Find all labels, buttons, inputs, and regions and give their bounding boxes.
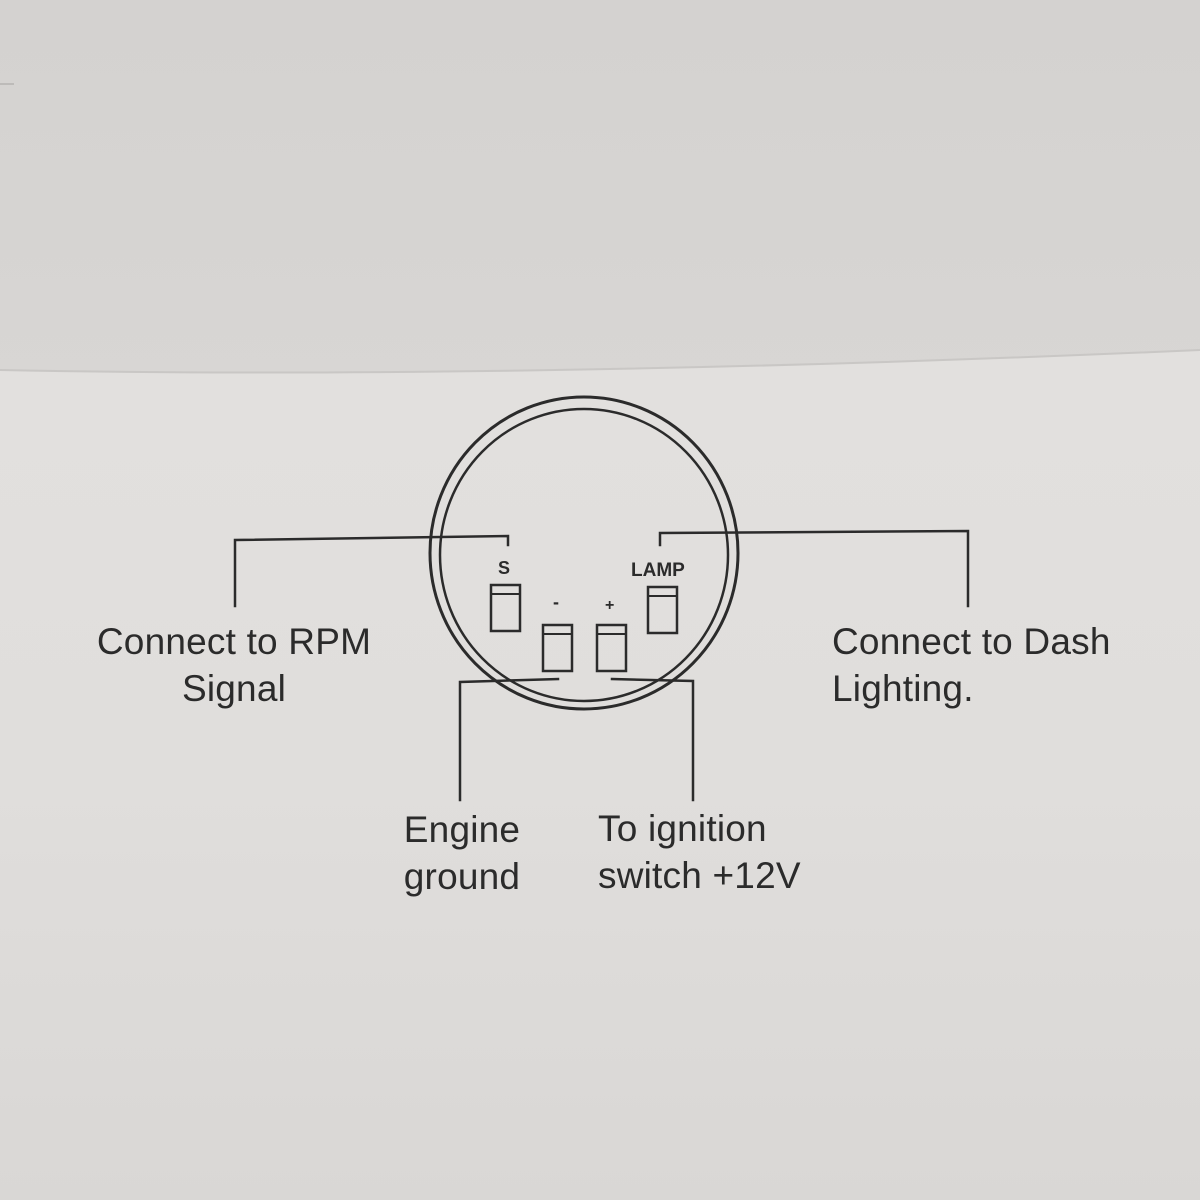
terminal-minus <box>541 623 574 673</box>
terminal-s <box>489 583 522 633</box>
pin-label-lamp: LAMP <box>631 560 685 581</box>
pin-label-minus: - <box>553 592 559 612</box>
rpm-signal-label-line2: Signal <box>181 668 287 709</box>
ignition-switch-label-line1: To ignition <box>598 808 767 849</box>
engine-ground-label: Engine ground <box>398 806 526 900</box>
engine-ground-label-line1: Engine <box>403 809 521 850</box>
terminal-lamp <box>646 585 679 635</box>
ignition-switch-label: To ignition switch +12V <box>598 805 801 899</box>
engine-ground-label-line2: ground <box>403 856 521 897</box>
gauge-inner-ring <box>438 407 730 703</box>
pin-label-s: S <box>498 558 511 578</box>
dash-lighting-label-line2: Lighting. <box>832 668 974 709</box>
pin-label-plus: + <box>605 597 615 614</box>
dash-lighting-wire <box>658 529 970 608</box>
rpm-signal-wire <box>233 534 510 608</box>
ground-wire <box>458 677 560 802</box>
rpm-signal-label-line1: Connect to RPM <box>96 621 372 662</box>
dash-lighting-label-line1: Connect to Dash <box>832 621 1111 662</box>
ignition-wire <box>610 677 695 802</box>
dash-lighting-label: Connect to Dash Lighting. <box>832 618 1111 712</box>
ignition-switch-label-line2: switch +12V <box>598 855 801 896</box>
rpm-signal-label: Connect to RPM Signal <box>84 618 384 712</box>
terminal-plus <box>595 623 628 673</box>
gauge-outer-ring <box>428 395 740 711</box>
